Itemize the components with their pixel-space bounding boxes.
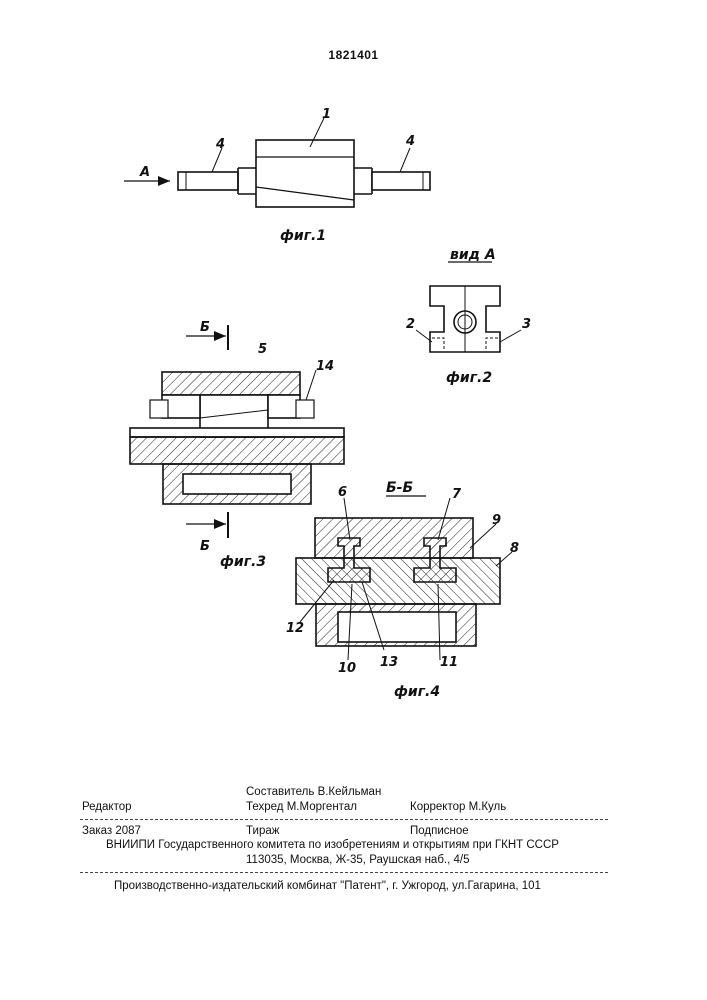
divider-top: [80, 819, 608, 820]
fig3-section-bottom: Б: [200, 539, 210, 554]
order-number: Заказ 2087: [82, 825, 141, 837]
fig1-caption: фиг.1: [280, 228, 326, 244]
editor-label: Редактор: [82, 801, 132, 813]
fig4-part-10: 10: [338, 661, 356, 676]
fig2-caption: фиг.2: [446, 370, 492, 386]
fig2-view-title: вид А: [450, 247, 496, 263]
fig4-caption: фиг.4: [394, 684, 440, 700]
compiler-line: Составитель В.Кейльман: [246, 786, 381, 798]
fig3-caption: фиг.3: [220, 554, 266, 570]
fig2-part-2: 2: [406, 317, 415, 332]
fig4-section-title: Б-Б: [386, 480, 413, 496]
techred-line: Техред М.Моргентал: [246, 801, 357, 813]
subscription-label: Подписное: [410, 825, 469, 837]
fig3-part-14: 14: [316, 359, 334, 374]
fig1-part-1: 1: [322, 107, 331, 122]
figure-1: [124, 118, 430, 207]
figure-2: [416, 262, 521, 352]
fig4-part-13: 13: [380, 655, 398, 670]
fig3-section-top: Б: [200, 320, 210, 335]
fig4-part-9: 9: [492, 513, 501, 528]
fig4-part-7: 7: [452, 487, 462, 502]
fig3-part-5: 5: [258, 342, 267, 357]
fig1-part-4-left: 4: [215, 137, 225, 152]
address-line: 113035, Москва, Ж-35, Раушская наб., 4/5: [246, 854, 469, 866]
corrector-line: Корректор М.Куль: [410, 801, 506, 813]
fig4-part-8: 8: [510, 541, 519, 556]
divider-bottom: [80, 872, 608, 873]
fig4-part-12: 12: [286, 621, 304, 636]
figure-3: [130, 325, 344, 538]
fig2-part-3: 3: [522, 317, 531, 332]
fig4-part-6: 6: [338, 485, 347, 500]
publisher-line: Производственно-издательский комбинат "П…: [114, 880, 541, 892]
fig1-part-4-right: 4: [405, 134, 415, 149]
fig1-arrow-label: А: [139, 165, 150, 180]
vniipi-line: ВНИИПИ Государственного комитета по изоб…: [106, 839, 559, 851]
circulation-label: Тираж: [246, 825, 279, 837]
fig4-part-11: 11: [440, 655, 458, 670]
figure-4: [296, 496, 512, 660]
